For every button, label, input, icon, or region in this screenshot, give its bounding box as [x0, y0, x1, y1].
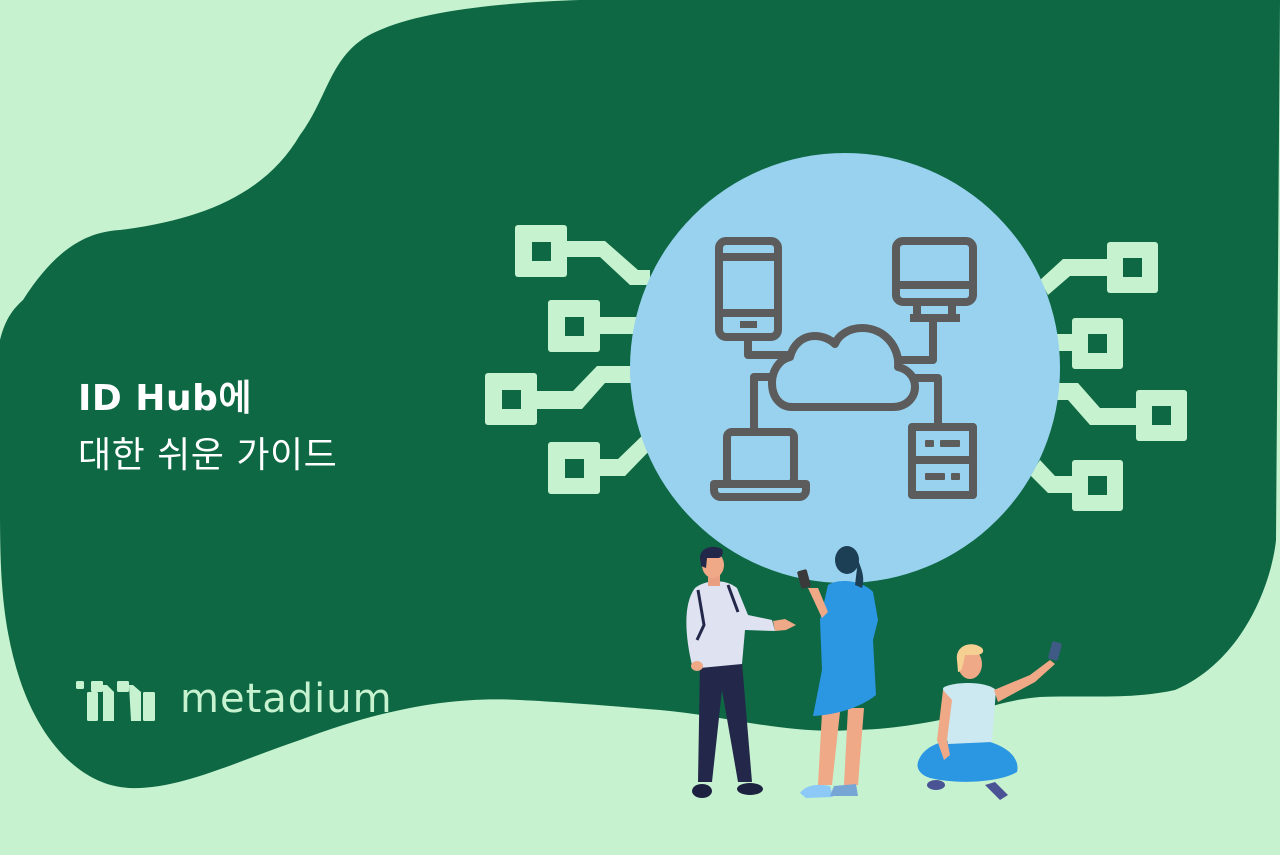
title-line-2: 대한 쉬운 가이드 [78, 435, 338, 476]
brand-logo: metadium [76, 676, 393, 722]
brand-name: metadium [180, 676, 393, 722]
title-line-1: ID Hub에 [78, 378, 252, 419]
man-figure [686, 546, 796, 798]
network-circle [630, 153, 1060, 583]
metadium-logo-icon [76, 681, 155, 721]
network-icon [710, 237, 977, 501]
monitor-icon [892, 237, 977, 306]
left-connectors [485, 225, 655, 494]
seated-woman-figure [917, 641, 1062, 800]
banner-title: ID Hub에 대한 쉬운 가이드 [78, 370, 337, 484]
woman-dress-figure [797, 546, 878, 798]
right-connectors [1030, 242, 1187, 511]
